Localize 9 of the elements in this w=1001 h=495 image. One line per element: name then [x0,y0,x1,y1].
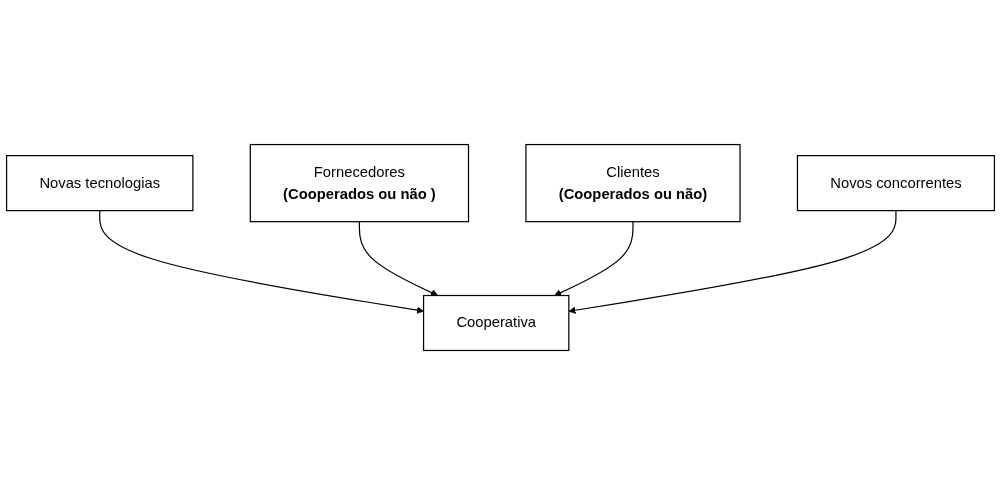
node-box: Clientes (Cooperados ou não) [525,143,741,223]
node-box: Cooperativa [422,294,570,352]
node-box: Novos concorrentes [796,155,996,212]
arrow [554,221,634,296]
arrow [99,209,424,314]
arrow [358,221,439,296]
node-box: Novas tecnologias [5,155,194,212]
arrow [568,209,897,314]
node-box: Fornecedores (Cooperados ou não ) [249,143,470,223]
